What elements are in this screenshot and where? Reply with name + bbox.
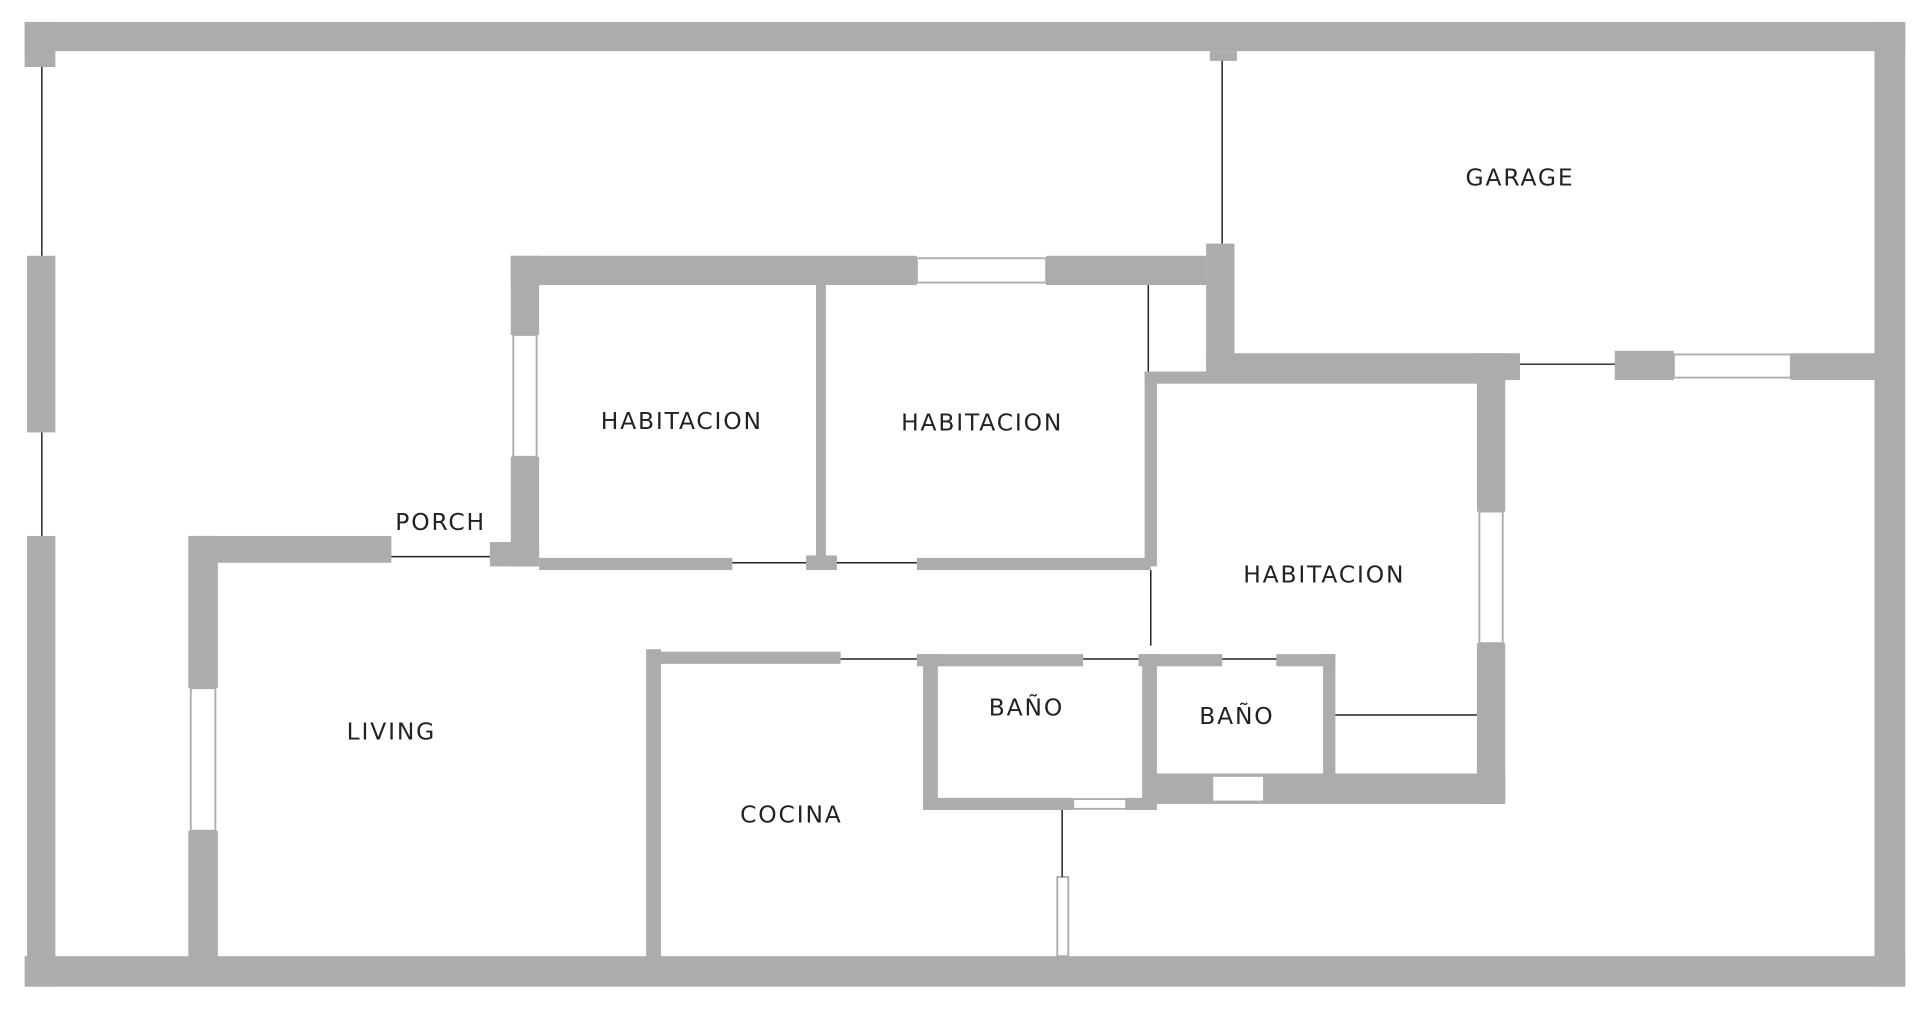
room-label-bano-1: BAÑO	[989, 693, 1064, 721]
hab3-wall-right-1	[1476, 353, 1506, 512]
living-wall-left-1	[188, 535, 218, 689]
outer-wall-top	[24, 21, 1906, 52]
porch-wall	[190, 535, 392, 563]
room-label-habitacion-2: HABITACION	[901, 409, 1063, 436]
kitchen-wall-top	[648, 651, 841, 664]
garage-wall-bottom-2	[1614, 350, 1674, 381]
room-label-garage: GARAGE	[1466, 165, 1575, 192]
room-label-bano-2: BAÑO	[1199, 702, 1274, 730]
window	[189, 687, 217, 832]
garage-wall-bottom-3	[1790, 353, 1875, 381]
hab3-wall-left	[1144, 371, 1157, 567]
bath-wall-top-mid	[1138, 654, 1223, 667]
bath2-wall-bottom	[1144, 773, 1506, 804]
bedroom-wall-bottom-stub	[806, 555, 837, 571]
windows	[189, 257, 1792, 958]
bath2-wall-top	[1276, 654, 1336, 667]
room-label-living: LIVING	[347, 719, 436, 746]
bedroom-wall-bottom-2	[916, 557, 1151, 571]
outer-wall-right	[1874, 21, 1906, 987]
bath-separator	[1142, 654, 1157, 804]
hab3-wall-top	[1144, 371, 1502, 384]
walls	[24, 21, 1906, 987]
bedroom-wall-top-2	[1046, 255, 1207, 286]
room-label-cocina: COCINA	[740, 802, 842, 829]
window	[1056, 876, 1070, 958]
bedroom-wall-bottom-1	[539, 557, 733, 571]
window	[512, 334, 538, 458]
bedroom-wall-left-1	[510, 255, 540, 335]
window	[1072, 798, 1128, 810]
room-label-porch: PORCH	[395, 509, 486, 536]
outer-wall-left-low	[27, 535, 56, 987]
garage-top-stub	[1209, 51, 1237, 61]
outer-wall-left-mid	[27, 255, 56, 433]
bath1-wall-left	[923, 654, 938, 811]
window	[1478, 510, 1504, 645]
bath1-wall-bottom	[923, 797, 1074, 811]
room-label-habitacion-3: HABITACION	[1243, 562, 1405, 589]
room-labels: GARAGE HABITACION HABITACION HABITACION …	[347, 165, 1575, 829]
kitchen-wall-left	[646, 649, 661, 963]
room-label-habitacion-1: HABITACION	[601, 408, 763, 435]
window	[1672, 353, 1792, 379]
bedroom-partition	[816, 285, 826, 563]
door-lines	[41, 60, 1615, 878]
outer-wall-left-stub	[24, 21, 56, 67]
outer-wall-bottom	[24, 956, 1906, 987]
bath2-wall-right	[1323, 654, 1336, 778]
garage-wall-vertical	[1206, 243, 1235, 372]
bedroom-wall-top-1	[510, 255, 917, 286]
window	[916, 257, 1048, 284]
window	[1211, 774, 1265, 803]
bath1-wall-top	[916, 654, 1084, 667]
living-wall-left-2	[188, 830, 218, 963]
porch-stub	[489, 542, 540, 567]
